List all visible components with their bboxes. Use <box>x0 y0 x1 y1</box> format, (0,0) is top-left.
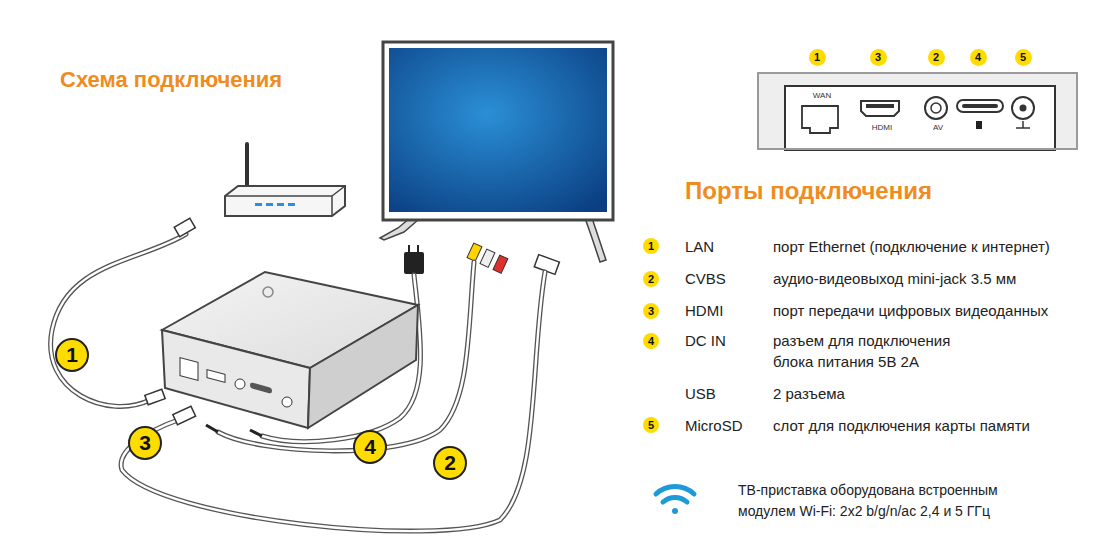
av-port <box>925 97 947 119</box>
port-name: CVBS <box>685 268 726 289</box>
usb-c-port <box>957 100 1003 112</box>
callout-number: 5 <box>1015 49 1032 66</box>
port-name: USB <box>685 383 716 404</box>
port-description: порт Ethernet (подключение к интернет) <box>773 236 1050 257</box>
callout-digit: 4 <box>648 335 654 347</box>
callout-digit: 5 <box>648 419 654 431</box>
callout-digit: 1 <box>648 240 654 252</box>
callout-number: 3 <box>870 49 887 66</box>
rj45-port <box>802 106 838 133</box>
callout-digit: 2 <box>933 51 939 63</box>
port-description: разъем для подключения блока питания 5В … <box>773 330 988 372</box>
callout-digit: 2 <box>648 273 654 285</box>
callout-number: 4 <box>970 49 987 66</box>
port-name: MicroSD <box>685 415 743 436</box>
diagram-title: Схема подключения <box>60 67 282 93</box>
wifi-icon <box>656 487 694 514</box>
port-label: HDMI <box>872 123 892 132</box>
callout-digit: 1 <box>814 51 820 63</box>
port-description: порт передачи цифровых видеоданных <box>773 300 1048 321</box>
callout-number: 2 <box>433 446 467 480</box>
callout-number: 3 <box>128 426 162 460</box>
tv-frame <box>383 42 613 220</box>
callout-digit: 3 <box>875 51 881 63</box>
rj45-plug <box>174 218 195 237</box>
router-leds <box>255 203 295 206</box>
callout-number: 1 <box>643 238 659 254</box>
hdmi-port <box>861 101 899 116</box>
cables <box>51 234 545 531</box>
callout-number: 5 <box>643 417 659 433</box>
callout-number: 2 <box>643 271 659 287</box>
port-label: AV <box>933 123 943 132</box>
callout-digit: 3 <box>648 305 654 317</box>
port-name: DC IN <box>685 330 726 351</box>
port-description: аудио-видеовыход mini-jack 3.5 мм <box>773 268 1016 289</box>
port-description: ТВ-приставка оборудована встроенным моду… <box>738 480 1058 522</box>
tv-screen <box>389 48 607 212</box>
callout-digit: 2 <box>444 451 456 475</box>
callout-number: 4 <box>353 430 387 464</box>
router-body <box>225 186 345 216</box>
callout-number: 1 <box>809 49 826 66</box>
port-panel-art <box>757 72 1078 150</box>
set-top-box <box>162 272 418 428</box>
power-adapter <box>404 245 424 274</box>
callout-number: 1 <box>55 338 89 372</box>
callout-digit: 3 <box>139 431 151 455</box>
port-label: WAN <box>813 91 831 100</box>
port-description: слот для подключения карты памяти <box>773 415 1030 436</box>
router <box>225 144 345 216</box>
port-description: 2 разъема <box>773 383 845 404</box>
callout-digit: 5 <box>1020 51 1026 63</box>
callout-digit: 4 <box>975 51 981 63</box>
callout-number: 3 <box>643 303 659 319</box>
dc-port <box>1012 97 1034 119</box>
port-name: HDMI <box>685 300 723 321</box>
box-plugs <box>145 389 262 436</box>
section-heading: Порты подключения <box>685 177 932 205</box>
port-name: LAN <box>685 236 714 257</box>
port-panel: WAN HDMI AV <box>757 72 1078 150</box>
callout-digit: 1 <box>66 343 78 367</box>
callout-digit: 4 <box>364 435 376 459</box>
antenna <box>245 144 249 190</box>
callout-number: 4 <box>643 333 659 349</box>
tv <box>380 42 613 262</box>
callout-number: 2 <box>928 49 945 66</box>
